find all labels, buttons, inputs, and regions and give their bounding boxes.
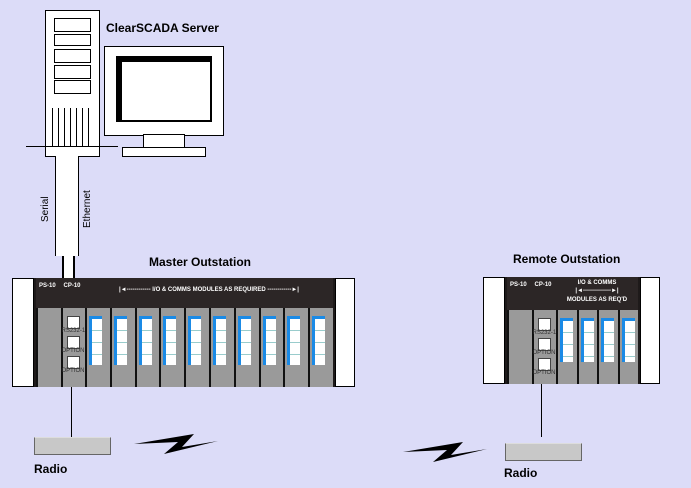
io-module-indicator (237, 316, 251, 365)
serial-label: Serial (40, 196, 51, 222)
ethernet-label: Ethernet (82, 190, 93, 228)
port-0 (66, 316, 80, 329)
server-base (26, 146, 118, 157)
network-cable (55, 156, 79, 256)
cpu-slot-label: CP-10 (534, 282, 552, 288)
io-module-indicator (287, 316, 301, 365)
drive-bay (54, 80, 91, 94)
io-module-indicator (113, 316, 127, 365)
remote-radio (505, 443, 582, 461)
io-module-indicator (621, 318, 635, 362)
rack-ear-left (12, 278, 34, 387)
remote-radio-label: Radio (504, 466, 538, 480)
vent-grille (52, 108, 92, 146)
master-radio (34, 437, 111, 455)
io-module-indicator (163, 316, 177, 365)
port-label: OPTION (532, 350, 556, 356)
master-radio-cable (71, 387, 72, 438)
io-banner-top: I/O & COMMS (577, 280, 617, 286)
master-radio-label: Radio (34, 462, 68, 476)
io-module-indicator (213, 316, 226, 365)
remote-radio-cable (541, 384, 542, 437)
io-banner: |◄------------ I/O & COMMS MODULES AS RE… (119, 287, 299, 293)
io-module-indicator (580, 318, 594, 362)
port-1 (66, 336, 80, 349)
monitor-screen (116, 56, 212, 122)
cpu-slot-header (531, 277, 556, 310)
drive-bay (54, 49, 91, 63)
cpu-slot-label: CP-10 (63, 283, 81, 289)
drive-bay (54, 65, 91, 79)
cable-connector (62, 256, 75, 278)
io-banner-arrow: |◄--------------►| (575, 288, 619, 294)
port-1 (537, 338, 551, 351)
drive-bay (54, 18, 91, 32)
cpu-slot-header (60, 278, 85, 308)
io-module-indicator (601, 318, 614, 362)
port-2 (66, 356, 80, 369)
io-module-indicator (262, 316, 276, 365)
server-label: ClearSCADA Server (106, 21, 219, 35)
power-supply-slot-label: PS-10 (39, 283, 56, 289)
monitor-base (122, 147, 206, 157)
rack-ear-right (640, 277, 660, 384)
io-module-indicator (312, 316, 326, 365)
remote-outstation-label: Remote Outstation (513, 252, 621, 266)
io-header (85, 278, 333, 308)
io-module-indicator (188, 316, 202, 365)
port-label: OPTION (61, 348, 85, 354)
wireless-link-icon (403, 442, 487, 462)
io-header (556, 277, 638, 310)
io-module-indicator (138, 316, 152, 365)
io-module-indicator (89, 316, 102, 365)
port-label: OPTION (61, 368, 85, 374)
io-banner-bottom: MODULES AS REQ'D (566, 297, 628, 303)
drive-bay (54, 34, 91, 46)
port-label: OPTION (532, 370, 556, 376)
io-module-indicator (560, 318, 573, 362)
port-0 (537, 318, 551, 331)
rack-ear-right (335, 278, 355, 387)
master-outstation-label: Master Outstation (149, 255, 252, 269)
power-supply-slot-header (507, 277, 532, 310)
port-2 (537, 358, 551, 371)
power-supply-slot-header (36, 278, 61, 308)
rack-ear-left (483, 277, 505, 384)
wireless-link-icon (134, 434, 218, 454)
port-label: RS232-1 (532, 330, 557, 336)
port-label: RS232-1 (61, 328, 86, 334)
power-supply-slot-label: PS-10 (510, 282, 527, 288)
